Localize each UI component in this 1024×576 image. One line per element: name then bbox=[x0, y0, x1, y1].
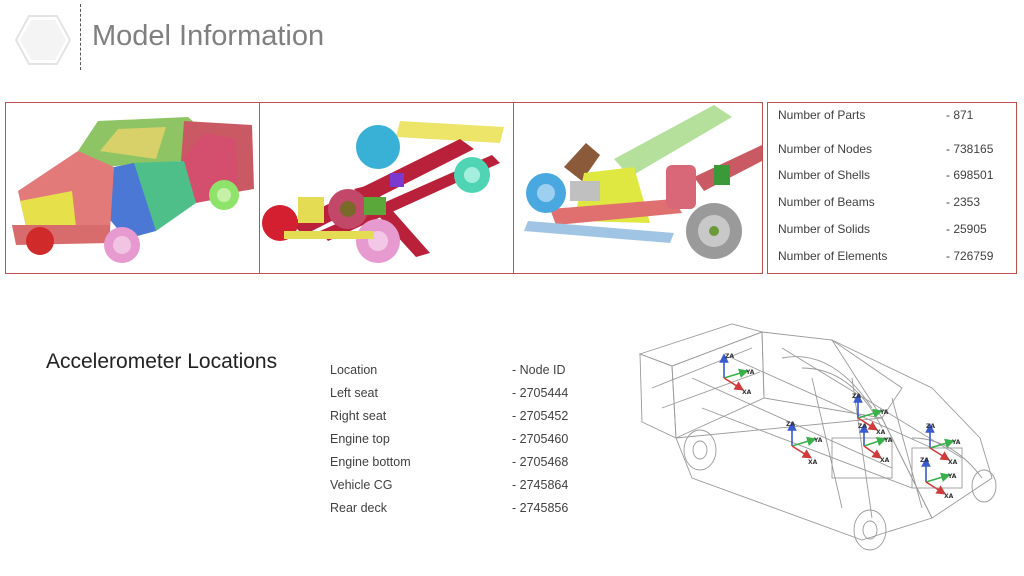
axis-y-label: YA bbox=[813, 437, 823, 444]
axis-x-label: XA bbox=[880, 457, 890, 464]
location-header-value: - Node ID bbox=[512, 363, 566, 377]
stat-label: Number of Nodes bbox=[778, 142, 873, 156]
accelerometer-title: Accelerometer Locations bbox=[46, 350, 278, 373]
stat-value: - 2353 bbox=[946, 195, 981, 209]
axis-y-label: YA bbox=[947, 473, 957, 480]
stat-label: Number of Elements bbox=[778, 249, 888, 263]
stat-label: Number of Beams bbox=[778, 195, 875, 209]
location-row: Engine top - 2705460 bbox=[330, 432, 568, 446]
hexagon-logo-icon bbox=[14, 15, 72, 65]
stat-label: Number of Parts bbox=[778, 108, 866, 122]
stat-value: - 698501 bbox=[946, 168, 994, 182]
location-label: Left seat bbox=[330, 386, 378, 400]
stat-row-nodes: Number of Nodes - 738165 bbox=[778, 142, 993, 156]
axis-y-label: YA bbox=[745, 369, 755, 376]
axis-z-label: ZA bbox=[786, 421, 795, 428]
location-node-id: - 2705452 bbox=[512, 409, 569, 423]
stat-value: - 871 bbox=[946, 108, 974, 122]
wireframe-vehicle-image: ZA YA XA ZA YA XA ZA YA XA ZA YA XA ZA Y… bbox=[638, 323, 997, 551]
truck-model-image bbox=[5, 102, 261, 274]
location-label: Engine bottom bbox=[330, 455, 411, 469]
location-row: Rear deck - 2745856 bbox=[330, 501, 568, 515]
stat-row-parts: Number of Parts - 871 bbox=[778, 108, 973, 122]
stat-row-shells: Number of Shells - 698501 bbox=[778, 168, 993, 182]
location-row: Vehicle CG - 2745864 bbox=[330, 478, 568, 492]
axis-z-label: ZA bbox=[725, 353, 734, 360]
stat-row-solids: Number of Solids - 25905 bbox=[778, 222, 987, 236]
location-node-id: - 2745856 bbox=[512, 501, 569, 515]
axis-x-label: XA bbox=[876, 429, 886, 436]
axis-y-label: YA bbox=[883, 437, 893, 444]
stat-row-beams: Number of Beams - 2353 bbox=[778, 195, 980, 209]
axis-y-label: YA bbox=[879, 409, 889, 416]
stat-value: - 726759 bbox=[946, 249, 994, 263]
axis-x-label: XA bbox=[948, 459, 958, 466]
axis-x-label: XA bbox=[944, 493, 954, 500]
axis-z-label: ZA bbox=[852, 393, 861, 400]
location-label: Vehicle CG bbox=[330, 478, 393, 492]
model-stats-box: Number of Parts - 871 Number of Nodes - … bbox=[767, 102, 1017, 274]
location-header-label: Location bbox=[330, 363, 378, 377]
location-row: Engine bottom - 2705468 bbox=[330, 455, 568, 469]
axis-z-label: ZA bbox=[920, 457, 929, 464]
stat-value: - 738165 bbox=[946, 142, 994, 156]
stat-value: - 25905 bbox=[946, 222, 987, 236]
header-divider bbox=[80, 4, 81, 70]
page-title: Model Information bbox=[92, 20, 325, 52]
axis-x-label: XA bbox=[808, 459, 818, 466]
location-header-row: Location - Node ID bbox=[330, 363, 566, 377]
location-row: Right seat - 2705452 bbox=[330, 409, 568, 423]
location-label: Right seat bbox=[330, 409, 387, 423]
location-node-id: - 2745864 bbox=[512, 478, 569, 492]
suspension-model-image bbox=[513, 102, 763, 274]
location-label: Rear deck bbox=[330, 501, 387, 515]
stat-row-elements: Number of Elements - 726759 bbox=[778, 249, 993, 263]
location-node-id: - 2705460 bbox=[512, 432, 569, 446]
chassis-model-image bbox=[259, 102, 515, 274]
axis-x-label: XA bbox=[742, 389, 752, 396]
axis-z-label: ZA bbox=[858, 423, 867, 430]
stat-label: Number of Solids bbox=[778, 222, 871, 236]
axis-y-label: YA bbox=[951, 439, 961, 446]
location-node-id: - 2705468 bbox=[512, 455, 569, 469]
location-label: Engine top bbox=[330, 432, 390, 446]
axis-z-label: ZA bbox=[926, 423, 935, 430]
location-node-id: - 2705444 bbox=[512, 386, 569, 400]
stat-label: Number of Shells bbox=[778, 168, 871, 182]
location-row: Left seat - 2705444 bbox=[330, 386, 568, 400]
